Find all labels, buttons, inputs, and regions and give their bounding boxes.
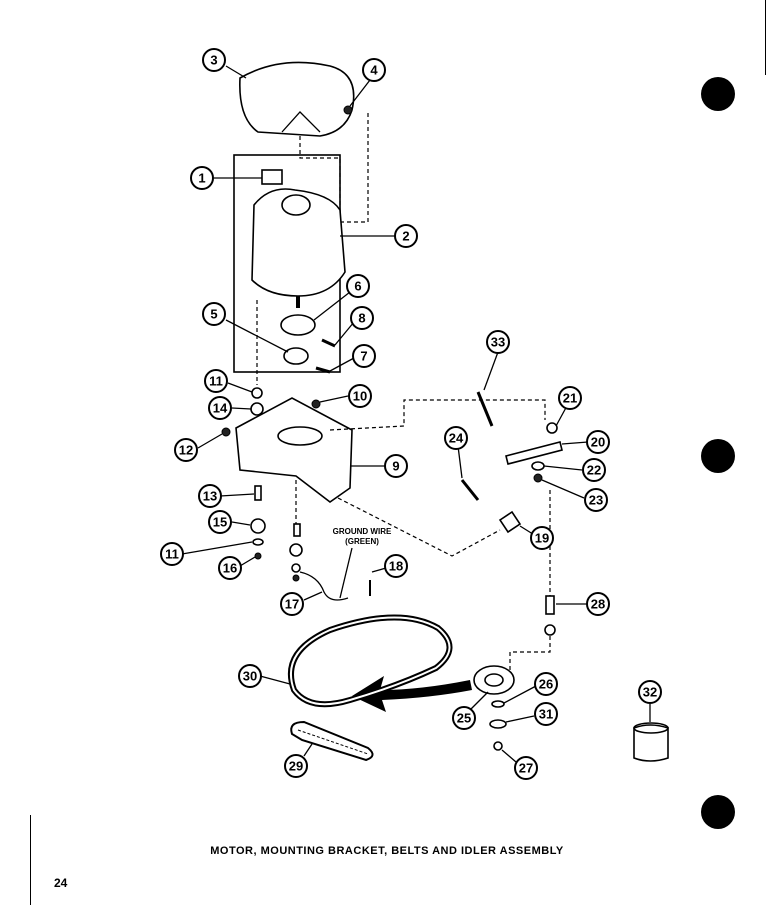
- callout-9: 9: [384, 454, 408, 478]
- callout-26: 26: [534, 672, 558, 696]
- callout-7: 7: [352, 344, 376, 368]
- callout-27: 27: [514, 756, 538, 780]
- svg-text:24: 24: [449, 431, 464, 446]
- motor-cover: [239, 61, 355, 137]
- callout-22: 22: [582, 458, 606, 482]
- svg-text:29: 29: [289, 759, 303, 774]
- ground-wire-label: GROUND WIRE: [333, 527, 392, 536]
- svg-text:12: 12: [179, 443, 193, 458]
- idler-arm: [505, 441, 563, 465]
- svg-text:14: 14: [213, 401, 228, 416]
- callout-30: 30: [238, 664, 262, 688]
- svg-text:22: 22: [587, 463, 601, 478]
- callout-4: 4: [362, 58, 386, 82]
- binder-hole: [701, 795, 735, 829]
- callout-5: 5: [202, 302, 226, 326]
- callout-21: 21: [558, 386, 582, 410]
- callout-20: 20: [586, 430, 610, 454]
- callout-10: 10: [348, 384, 372, 408]
- diagram-caption: MOTOR, MOUNTING BRACKET, BELTS AND IDLER…: [210, 845, 564, 857]
- callout-29: 29: [284, 754, 308, 778]
- callout-23: 23: [584, 488, 608, 512]
- left-margin-line: [30, 815, 31, 905]
- svg-text:21: 21: [563, 391, 577, 406]
- svg-text:18: 18: [389, 559, 403, 574]
- lubricant-can: [633, 724, 669, 762]
- svg-text:7: 7: [360, 349, 367, 364]
- mounting-bracket: [235, 397, 353, 503]
- svg-text:32: 32: [643, 685, 657, 700]
- svg-text:25: 25: [457, 711, 471, 726]
- callout-33: 33: [486, 330, 510, 354]
- svg-text:8: 8: [358, 311, 365, 326]
- binder-hole: [701, 77, 735, 111]
- svg-text:1: 1: [198, 171, 205, 186]
- screw-part: [343, 105, 353, 115]
- svg-text:3: 3: [210, 53, 217, 68]
- svg-text:4: 4: [370, 63, 378, 78]
- svg-text:9: 9: [392, 459, 399, 474]
- callout-18: 18: [384, 554, 408, 578]
- motor-body: [251, 188, 346, 297]
- svg-text:16: 16: [223, 561, 237, 576]
- svg-text:26: 26: [539, 677, 553, 692]
- callout-8: 8: [350, 306, 374, 330]
- callout-15: 15: [208, 510, 232, 534]
- svg-text:6: 6: [354, 279, 361, 294]
- callout-16: 16: [218, 556, 242, 580]
- callout-11a: 11: [204, 369, 228, 393]
- callout-19: 19: [530, 526, 554, 550]
- callout-12: 12: [174, 438, 198, 462]
- callout-1: 1: [190, 166, 214, 190]
- callout-32: 32: [638, 680, 662, 704]
- callout-14: 14: [208, 396, 232, 420]
- callout-2: 2: [394, 224, 418, 248]
- svg-text:10: 10: [353, 389, 367, 404]
- svg-text:30: 30: [243, 669, 257, 684]
- direction-arrow: [352, 676, 472, 712]
- svg-text:2: 2: [402, 229, 409, 244]
- callout-28: 28: [586, 592, 610, 616]
- ground-wire-sublabel: (GREEN): [345, 537, 379, 546]
- svg-text:5: 5: [210, 307, 217, 322]
- right-margin-line: [765, 0, 766, 75]
- svg-text:11: 11: [165, 547, 179, 562]
- svg-text:13: 13: [203, 489, 217, 504]
- svg-text:19: 19: [535, 531, 549, 546]
- page-number: 24: [54, 876, 68, 890]
- svg-text:23: 23: [589, 493, 603, 508]
- svg-text:20: 20: [591, 435, 605, 450]
- svg-text:28: 28: [591, 597, 605, 612]
- callout-3: 3: [202, 48, 226, 72]
- binder-hole: [701, 439, 735, 473]
- svg-text:27: 27: [519, 761, 533, 776]
- svg-text:31: 31: [539, 707, 553, 722]
- svg-text:33: 33: [491, 335, 505, 350]
- callout-31: 31: [534, 702, 558, 726]
- pulley: [280, 314, 316, 336]
- svg-text:11: 11: [209, 374, 223, 389]
- svg-text:15: 15: [213, 515, 227, 530]
- callout-11b: 11: [160, 542, 184, 566]
- callout-24: 24: [444, 426, 468, 450]
- callout-25: 25: [452, 706, 476, 730]
- drive-pulley: [283, 347, 309, 365]
- callout-17: 17: [280, 592, 304, 616]
- callout-13: 13: [198, 484, 222, 508]
- pump-belt: [290, 720, 374, 762]
- callout-6: 6: [346, 274, 370, 298]
- svg-text:17: 17: [285, 597, 299, 612]
- motor-switch: [261, 169, 283, 185]
